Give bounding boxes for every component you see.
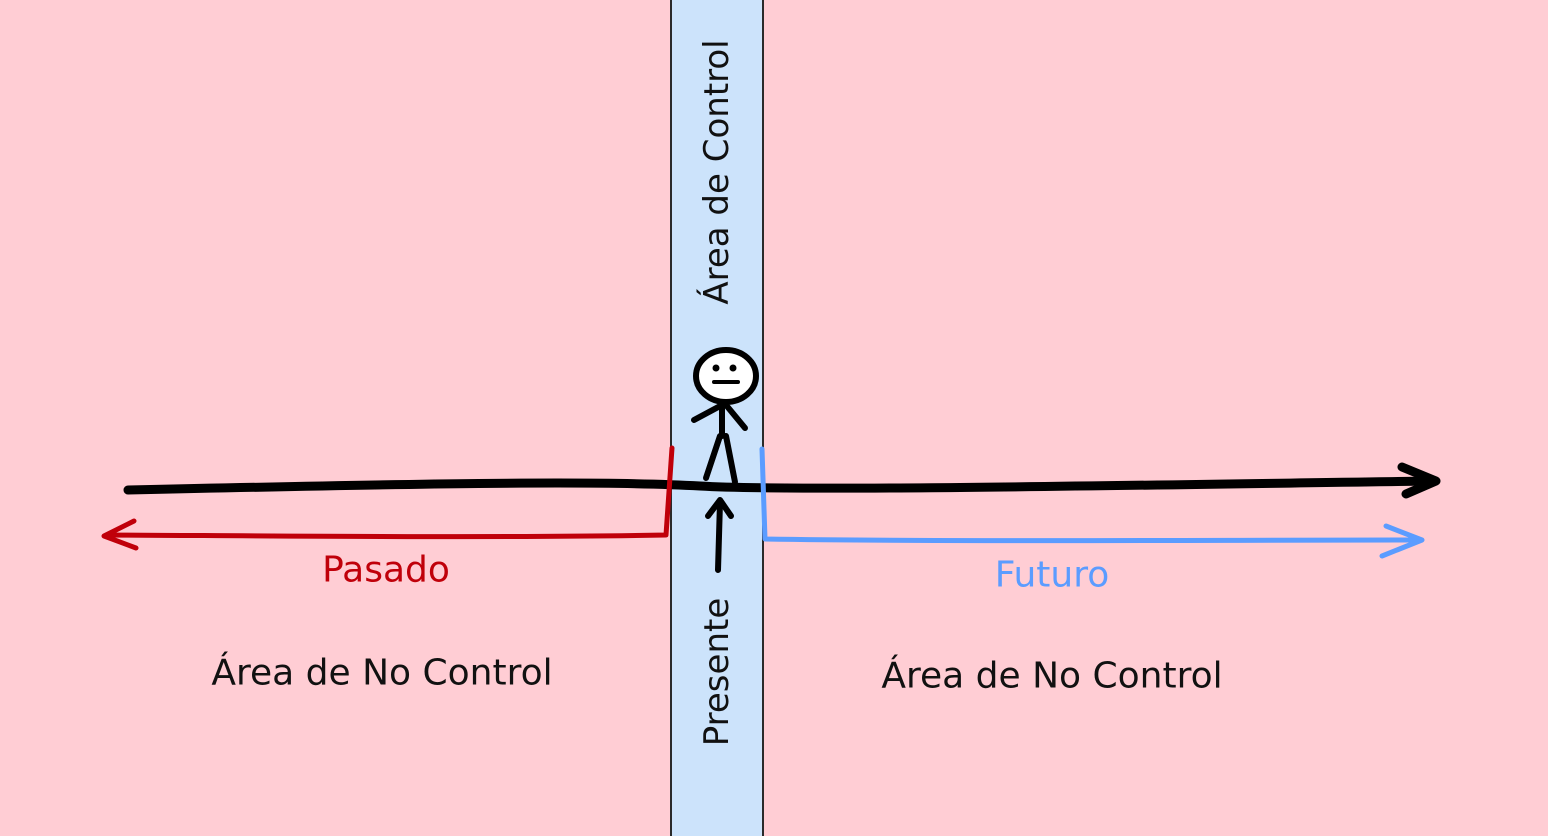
future-arrow-line: [762, 449, 1420, 541]
timeline-line: [128, 481, 1432, 490]
present-label: Presente: [697, 598, 737, 746]
no-control-area-left-label: Área de No Control: [211, 653, 552, 694]
no-control-area-right-label: Área de No Control: [881, 656, 1222, 697]
past-label: Pasado: [322, 550, 450, 591]
stick-figure-icon: [694, 350, 756, 482]
future-label: Futuro: [995, 555, 1110, 596]
control-area-label: Área de Control: [697, 39, 737, 304]
present-pointer-line: [718, 502, 720, 570]
